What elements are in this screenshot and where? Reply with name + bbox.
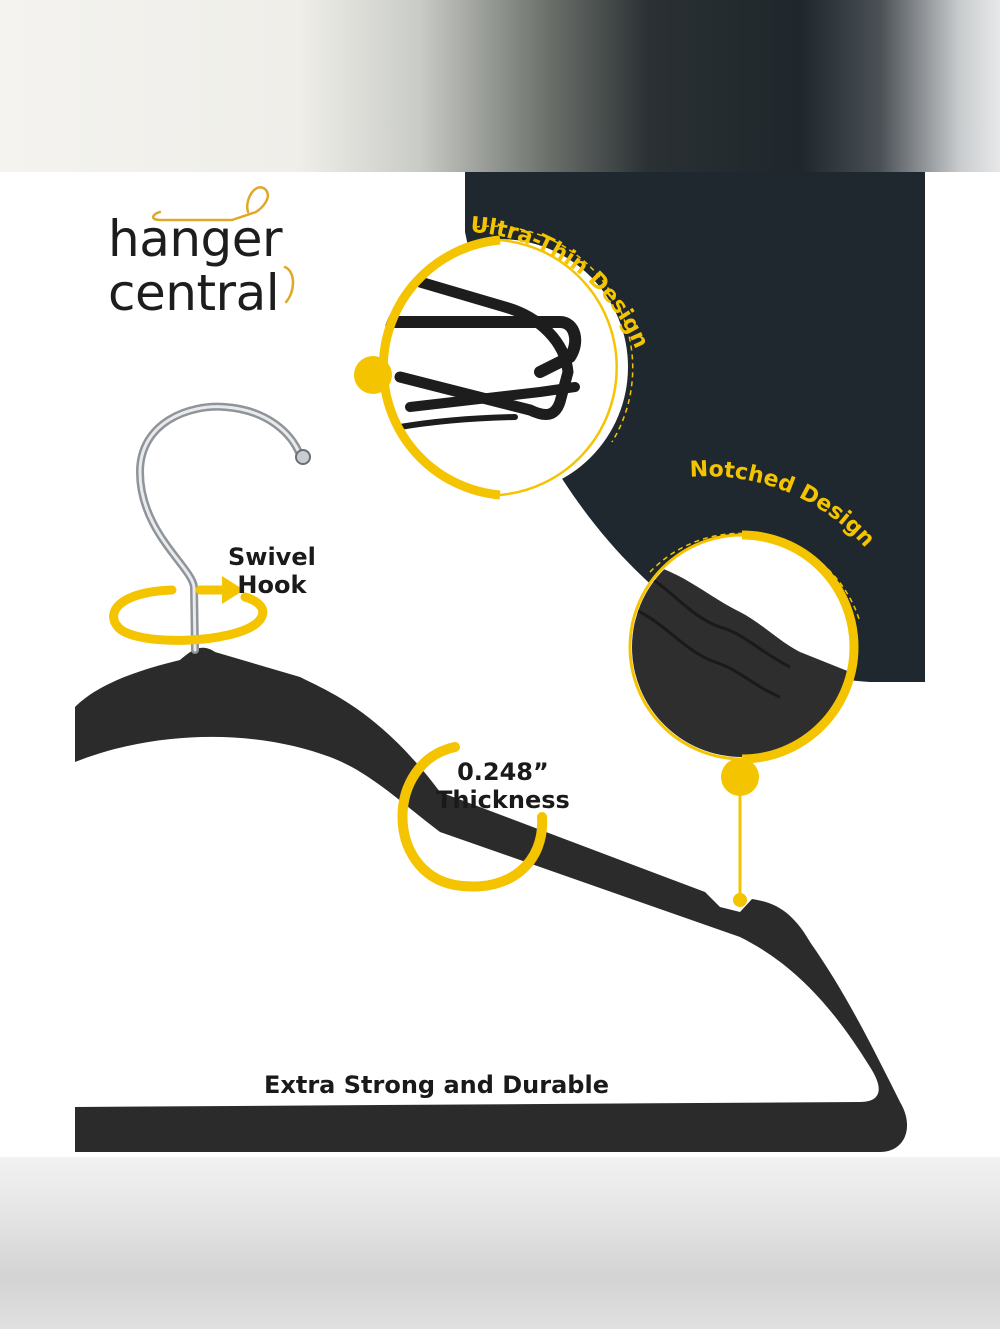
product-infographic: Ultra-Thin Design Notched Design hanger … xyxy=(0,172,1000,1157)
hanger-body xyxy=(75,647,908,1152)
brand-line-1: hanger xyxy=(108,210,283,268)
top-photo-strip xyxy=(0,0,1000,172)
ultra-thin-detail-circle xyxy=(354,225,634,500)
swivel-hook-callout: Swivel Hook xyxy=(228,543,316,599)
swivel-hook xyxy=(135,402,311,654)
thickness-value: 0.248” xyxy=(457,758,549,786)
brand-logo: hanger central xyxy=(108,210,283,322)
notched-detail-circle xyxy=(628,530,861,907)
swivel-rotation-icon xyxy=(109,576,268,645)
thickness-bracket-icon xyxy=(397,742,548,892)
thickness-callout: 0.248” Thickness xyxy=(436,758,570,814)
strength-callout: Extra Strong and Durable xyxy=(264,1071,609,1099)
bottom-photo-strip xyxy=(0,1157,1000,1329)
logo-hanger-icon xyxy=(152,186,295,304)
infographic-artwork: Ultra-Thin Design Notched Design xyxy=(75,172,925,1152)
brand-line-2: central xyxy=(108,264,280,322)
swivel-label-line-1: Swivel xyxy=(228,543,316,571)
swivel-label-line-2: Hook xyxy=(237,571,307,599)
thickness-label: Thickness xyxy=(436,786,570,814)
